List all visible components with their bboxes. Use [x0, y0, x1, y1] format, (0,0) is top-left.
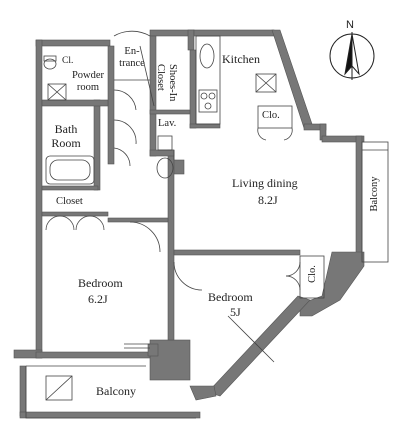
bath-room-label: Bath Room	[51, 122, 81, 150]
entrance-label: En- trance	[119, 46, 145, 69]
clo-kitchen-label: Clo.	[262, 110, 280, 121]
compass	[329, 32, 375, 80]
powder-room-label: Powder room	[71, 70, 105, 93]
cl-mark: Cl.	[62, 56, 74, 66]
bedroom-left-label: Bedroom	[78, 276, 123, 290]
kitchen-label: Kitchen	[222, 52, 260, 66]
fixtures	[25, 30, 389, 419]
clo-bedroom-label: Clo.	[307, 265, 318, 283]
living-dining-size: 8.2J	[258, 193, 278, 207]
living-dining-label: Living dining	[232, 176, 298, 190]
lav-label: Lav.	[158, 118, 177, 129]
balcony-bottom-label: Balcony	[96, 384, 136, 398]
closet-label: Closet	[56, 196, 83, 207]
bedroom-left-size: 6.2J	[88, 292, 108, 306]
walls	[13, 29, 365, 419]
bedroom-right-size: 5J	[230, 305, 241, 319]
compass-north-label: N	[346, 19, 354, 31]
bedroom-right-label: Bedroom	[208, 290, 253, 304]
shoes-in-closet-label: Shoes-In Closet	[155, 64, 178, 102]
balcony-right-label: Balcony	[369, 176, 380, 212]
